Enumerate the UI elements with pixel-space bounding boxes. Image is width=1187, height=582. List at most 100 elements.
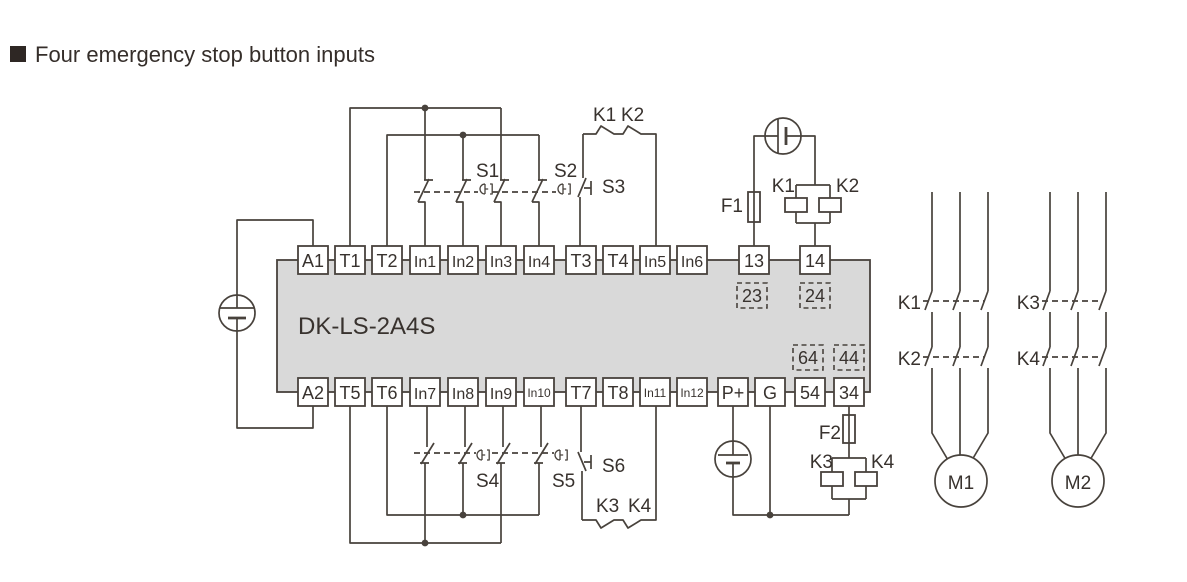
coil-k1-icon — [784, 197, 808, 213]
bottom-test-pulse-buses — [349, 406, 539, 547]
terminal-in10-label: In10 — [527, 386, 551, 400]
pushbutton-actuator-icon-s3 — [584, 181, 592, 195]
title-label: Four emergency stop button inputs — [35, 42, 375, 67]
aux-supply-left — [218, 219, 314, 429]
terminal-13-label: 13 — [744, 251, 764, 271]
terminal-p-plus: P+ — [717, 377, 749, 407]
pushbutton-actuator-icon-s6 — [584, 455, 592, 469]
motor-branch-m1: M1 — [923, 192, 989, 508]
k1-feedback-label: K1 — [593, 105, 616, 126]
terminal-14: 14 — [799, 245, 831, 275]
terminal-in4: In4 — [523, 245, 555, 275]
estop-switch-s4-channel1 — [420, 406, 435, 543]
terminal-in12-label: In12 — [680, 386, 704, 400]
terminal-in11-label: In11 — [644, 386, 667, 400]
terminal-44-label: 44 — [839, 348, 859, 368]
dc-supply-left-icon — [218, 294, 256, 332]
top-test-pulse-buses — [349, 104, 539, 246]
k2-feedback-label: K2 — [621, 105, 644, 126]
terminal-in3-label: In3 — [490, 254, 512, 271]
estop-switch-s1-channel1 — [417, 108, 433, 246]
terminal-in9: In9 — [485, 377, 517, 407]
s2-label: S2 — [554, 161, 577, 182]
s3-label: S3 — [602, 177, 625, 198]
f1-label: F1 — [721, 196, 743, 217]
k3-feedback-label: K3 — [596, 496, 619, 517]
k4-feedback-label: K4 — [628, 496, 652, 517]
estop-switch-s4-channel2 — [458, 406, 473, 515]
terminal-in1-label: In1 — [414, 254, 436, 271]
terminal-g: G — [754, 377, 786, 407]
terminal-t3: T3 — [565, 245, 597, 275]
terminal-t5: T5 — [334, 377, 366, 407]
terminal-t5-label: T5 — [339, 383, 360, 403]
coil-k2-icon — [818, 197, 842, 213]
terminal-t7-label: T7 — [570, 383, 591, 403]
terminal-in4-label: In4 — [528, 254, 550, 271]
terminal-in7-label: In7 — [414, 386, 436, 403]
estop-switch-s5-channel2 — [534, 406, 549, 515]
estop-actuator-icon-s2 — [557, 183, 571, 195]
terminal-64-expansion: 64 — [792, 344, 824, 371]
terminal-in7: In7 — [409, 377, 441, 407]
terminal-in2: In2 — [447, 245, 479, 275]
terminal-in3: In3 — [485, 245, 517, 275]
terminal-t4: T4 — [602, 245, 634, 275]
terminal-t1-label: T1 — [339, 251, 360, 271]
estop-actuator-icon-s1 — [479, 183, 493, 195]
terminal-13: 13 — [738, 245, 770, 275]
terminal-44-expansion: 44 — [833, 344, 865, 371]
k1-coil-label: K1 — [772, 176, 795, 197]
s4-label: S4 — [476, 471, 500, 492]
terminal-in6-label: In6 — [681, 254, 703, 271]
estop-switch-s2-channel2 — [531, 135, 547, 246]
k3-coil-label: K3 — [810, 452, 833, 473]
logic-supply-bottom — [714, 406, 849, 519]
terminal-in8-label: In8 — [452, 386, 474, 403]
motor-m1-icon — [934, 454, 988, 508]
terminal-23-expansion: 23 — [736, 282, 768, 309]
s5-label: S5 — [552, 471, 575, 492]
f2-label: F2 — [819, 423, 841, 444]
reset-button-s3 — [577, 134, 592, 246]
terminal-24-expansion: 24 — [799, 282, 831, 309]
estop-switch-s2-channel1 — [493, 108, 509, 246]
k2-coil-label: K2 — [836, 176, 859, 197]
terminal-in8: In8 — [447, 377, 479, 407]
terminal-t8-label: T8 — [607, 383, 628, 403]
k3-contactor-label: K3 — [1017, 293, 1040, 314]
terminal-in11: In11 — [639, 377, 671, 407]
terminal-t6: T6 — [371, 377, 403, 407]
terminal-34-label: 34 — [839, 383, 859, 403]
terminal-54: 54 — [794, 377, 826, 407]
terminal-p-plus-label: P+ — [722, 383, 745, 403]
coil-k4-icon — [854, 471, 878, 487]
terminal-in5: In5 — [639, 245, 671, 275]
motor-m2-icon — [1051, 454, 1105, 508]
terminal-34: 34 — [833, 377, 865, 407]
output-circuit-bottom — [820, 406, 878, 515]
title-bullet-icon — [10, 46, 26, 62]
terminal-14-label: 14 — [805, 251, 825, 271]
terminal-t2: T2 — [371, 245, 403, 275]
terminal-t6-label: T6 — [376, 383, 397, 403]
terminal-a1-label: A1 — [302, 251, 324, 271]
terminal-t1: T1 — [334, 245, 366, 275]
m1-label: M1 — [948, 473, 974, 494]
k4-contactor-label: K4 — [1017, 349, 1041, 370]
terminal-t2-label: T2 — [376, 251, 397, 271]
output-circuit-top — [747, 117, 842, 246]
estop-actuator-icon-s4 — [476, 449, 490, 461]
safety-relay-body — [276, 259, 871, 393]
terminal-g-label: G — [763, 383, 777, 403]
terminal-23-label: 23 — [742, 286, 762, 306]
terminal-in5-label: In5 — [644, 254, 666, 271]
terminal-24-label: 24 — [805, 286, 825, 306]
estop-actuator-icon-s5 — [554, 449, 568, 461]
s1-label: S1 — [476, 161, 499, 182]
device-model-label: DK-LS-2A4S — [298, 313, 435, 340]
m2-label: M2 — [1065, 473, 1091, 494]
reset-button-s6 — [577, 406, 592, 520]
fuse-f2-icon — [842, 414, 856, 444]
